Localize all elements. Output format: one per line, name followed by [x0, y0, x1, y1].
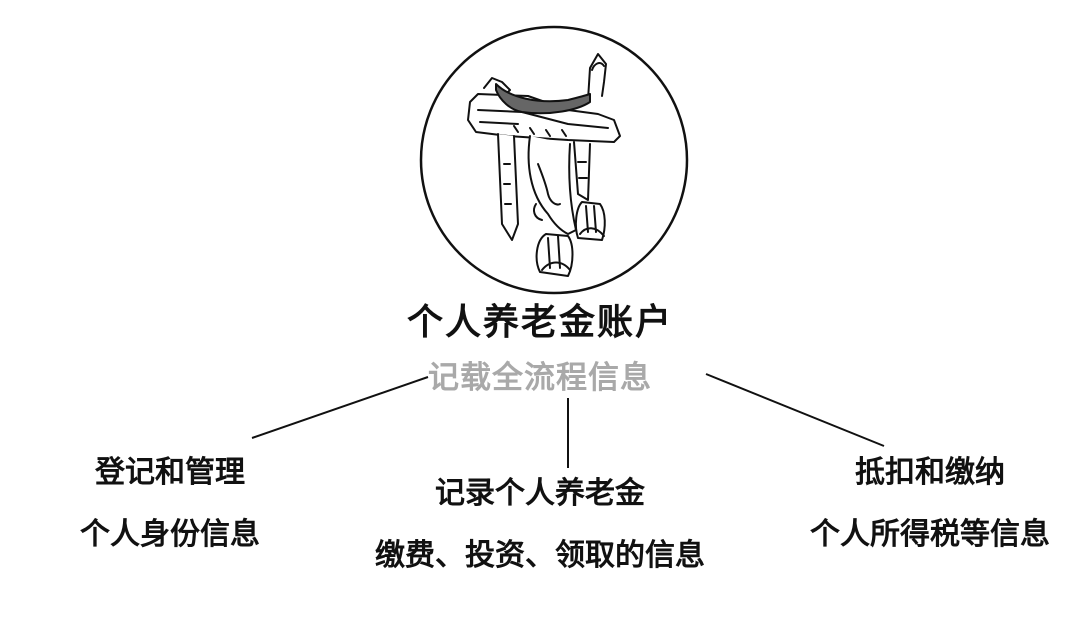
connector-right: [705, 373, 885, 447]
connector-left: [251, 376, 429, 439]
branch-center-line2: 缴费、投资、领取的信息: [375, 538, 705, 573]
branch-left-line1: 登记和管理: [95, 455, 245, 490]
branch-center: 记录个人养老金 缴费、投资、领取的信息: [340, 463, 740, 587]
branch-left: 登记和管理 个人身份信息: [40, 442, 300, 566]
branch-right-line1: 抵扣和缴纳: [855, 455, 1005, 490]
branch-left-line2: 个人身份信息: [80, 517, 260, 552]
saddle-icon: [419, 25, 689, 295]
subtitle: 记载全流程信息: [428, 360, 652, 396]
branch-center-line1: 记录个人养老金: [435, 476, 645, 511]
branch-right-line2: 个人所得税等信息: [810, 517, 1050, 552]
branch-right: 抵扣和缴纳 个人所得税等信息: [780, 442, 1080, 566]
main-title: 个人养老金账户: [406, 302, 673, 343]
